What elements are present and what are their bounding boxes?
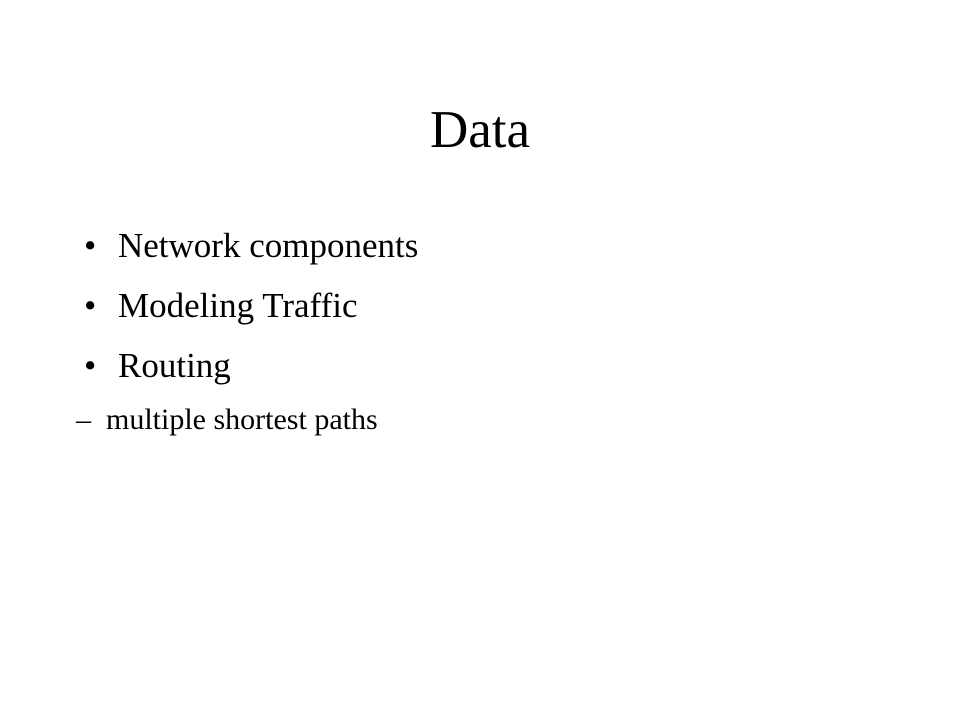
bullet-icon: •	[84, 286, 97, 325]
sub-bullet-list: –multiple shortest paths	[76, 392, 378, 448]
sub-bullet-text: multiple shortest paths	[106, 403, 378, 436]
bullet-text: Modeling Traffic	[118, 286, 358, 325]
bullet-icon: •	[84, 346, 97, 385]
bullet-icon: •	[84, 226, 97, 265]
bullet-item: • Modeling Traffic	[84, 276, 884, 336]
dash-icon: –	[76, 403, 91, 436]
bullet-item: • Routing	[84, 336, 884, 396]
bullet-text: Routing	[118, 346, 231, 385]
bullet-item: • Network components	[84, 216, 884, 276]
slide-title: Data	[429, 101, 531, 159]
sub-bullet-item: –multiple shortest paths	[76, 392, 378, 448]
bullet-list: • Network components • Modeling Traffic • R…	[84, 216, 884, 396]
bullet-text: Network components	[118, 226, 419, 265]
